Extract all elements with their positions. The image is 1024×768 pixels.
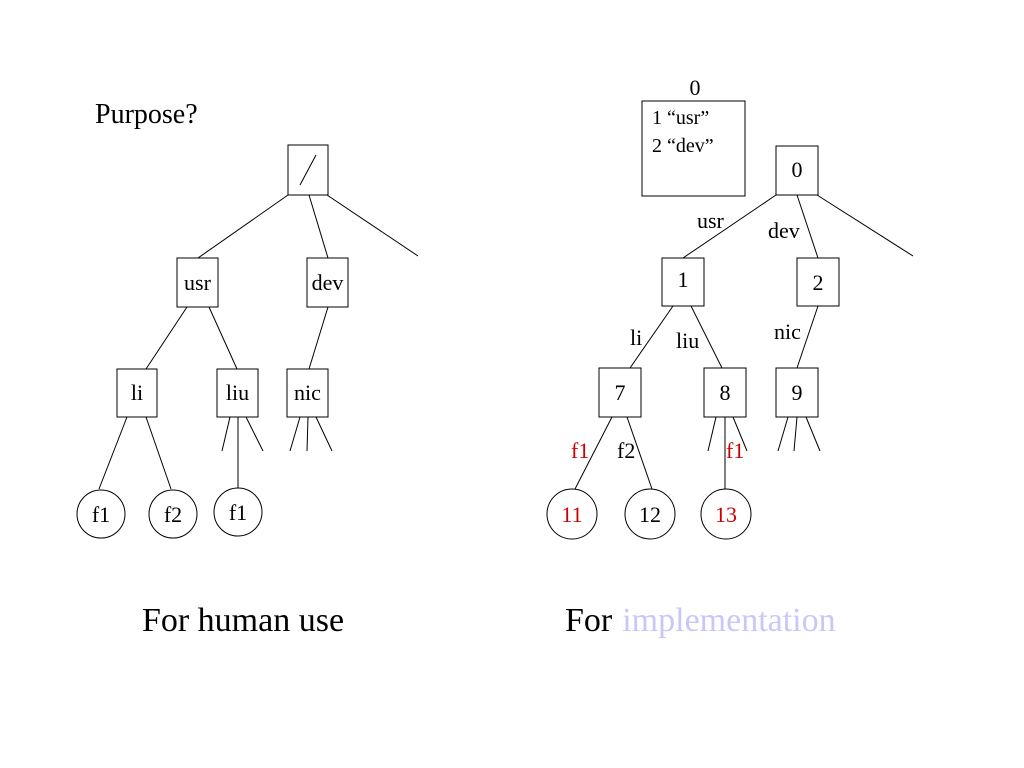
edge-li-f1 (98, 416, 128, 490)
table-entry-usr: 1 “usr” (652, 107, 709, 129)
table-index-label: 0 (690, 75, 701, 100)
stub-nic-a (289, 416, 301, 452)
node-2: 2 (796, 257, 840, 307)
leaf-11: 11 (546, 488, 598, 540)
edge-label-f1-a: f1 (571, 438, 589, 463)
edge-label-liu: liu (676, 328, 699, 353)
svg-text:11: 11 (561, 502, 582, 527)
edge-label-usr: usr (697, 208, 725, 233)
directory-table-box: 1 “usr” 2 “dev” (641, 100, 746, 197)
node-nic: nic (286, 368, 329, 418)
edge-1-8 (690, 305, 723, 369)
node-li: li (116, 368, 158, 418)
stub-8-right (732, 416, 748, 452)
stub-8-left (707, 416, 717, 452)
edge-2-9 (796, 305, 819, 369)
svg-text:li: li (131, 380, 143, 405)
svg-text:9: 9 (792, 380, 803, 405)
edge-label-li: li (630, 325, 642, 350)
leaf-12: 12 (624, 488, 676, 540)
edge-root-dev (308, 194, 329, 259)
stub-9-b (793, 416, 798, 452)
node-7: 7 (598, 367, 642, 418)
node-liu: liu (216, 368, 259, 418)
svg-text:usr: usr (184, 270, 212, 295)
caption-human-use: For human use (142, 602, 344, 639)
node-root (287, 144, 329, 196)
svg-text:2: 2 (813, 270, 824, 295)
edge-7-12 (626, 416, 653, 490)
edge-label-nic: nic (774, 319, 801, 344)
edge-li-f2 (145, 416, 172, 490)
svg-text:liu: liu (226, 380, 249, 405)
svg-text:13: 13 (715, 502, 737, 527)
purpose-title: Purpose? (95, 99, 198, 130)
svg-text:f2: f2 (164, 502, 182, 527)
edge-dev-nic (308, 306, 329, 370)
caption-implementation-word: implementation (622, 602, 835, 639)
svg-text:dev: dev (312, 270, 344, 295)
node-9: 9 (775, 367, 819, 418)
svg-text:f1: f1 (229, 500, 247, 525)
stub-9-a (777, 416, 789, 452)
node-1: 1 (661, 257, 705, 307)
node-0: 0 (775, 145, 819, 196)
leaf-f2: f2 (148, 489, 198, 539)
edge-label-dev: dev (768, 218, 800, 243)
svg-text:7: 7 (615, 380, 626, 405)
node-8: 8 (703, 367, 747, 418)
stub-nic-b (306, 416, 309, 452)
node-dev: dev (306, 257, 349, 308)
edge-usr-liu (208, 306, 238, 370)
edge-usr-li (145, 306, 188, 370)
edge-label-f1-b: f1 (726, 438, 744, 463)
leaf-f1-b: f1 (213, 487, 263, 537)
stub-liu-right (245, 416, 264, 452)
stub-liu-left (221, 416, 231, 452)
stub-9-c (805, 416, 821, 452)
table-entry-dev: 2 “dev” (652, 135, 714, 157)
node-usr: usr (176, 257, 219, 308)
caption-for: For (565, 602, 613, 639)
stub-nic-c (315, 416, 333, 452)
edge-0-more (816, 194, 914, 257)
edge-root-more (326, 194, 419, 257)
svg-text:f1: f1 (92, 502, 110, 527)
edge-label-f2: f2 (617, 438, 635, 463)
edge-0-1 (682, 194, 777, 259)
edge-7-11 (574, 416, 613, 490)
leaf-13: 13 (700, 488, 752, 540)
leaf-f1-a: f1 (76, 489, 126, 539)
svg-text:12: 12 (639, 502, 661, 527)
edge-root-usr (197, 194, 289, 259)
edge-1-7 (629, 305, 674, 369)
svg-text:0: 0 (792, 157, 803, 182)
edge-0-2 (796, 194, 819, 259)
svg-text:8: 8 (720, 380, 731, 405)
svg-text:1: 1 (678, 267, 689, 292)
svg-text:nic: nic (294, 380, 321, 405)
